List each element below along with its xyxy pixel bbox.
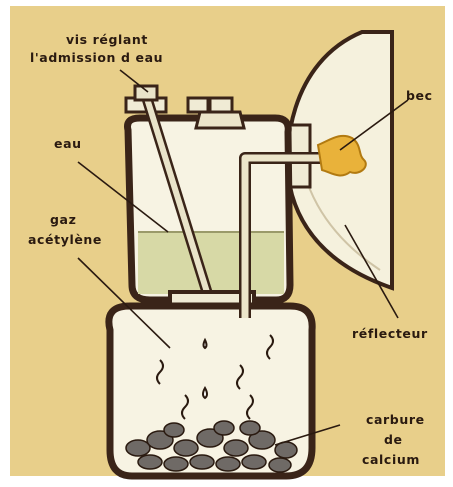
label-water: eau: [54, 136, 82, 151]
label-burner: bec: [406, 88, 433, 103]
label-screw-line2: l'admission d eau: [30, 50, 163, 65]
label-screw-line1: vis réglant: [66, 32, 148, 47]
label-carbide-line3: calcium: [362, 452, 420, 467]
label-carbide-line2: de: [384, 432, 403, 447]
water-tank: [128, 118, 291, 300]
label-gas-line1: gaz: [50, 212, 76, 227]
water-fill: [138, 232, 284, 294]
label-carbide-line1: carbure: [366, 412, 425, 427]
label-reflector: réflecteur: [352, 326, 428, 341]
label-gas-line2: acétylène: [28, 232, 102, 247]
